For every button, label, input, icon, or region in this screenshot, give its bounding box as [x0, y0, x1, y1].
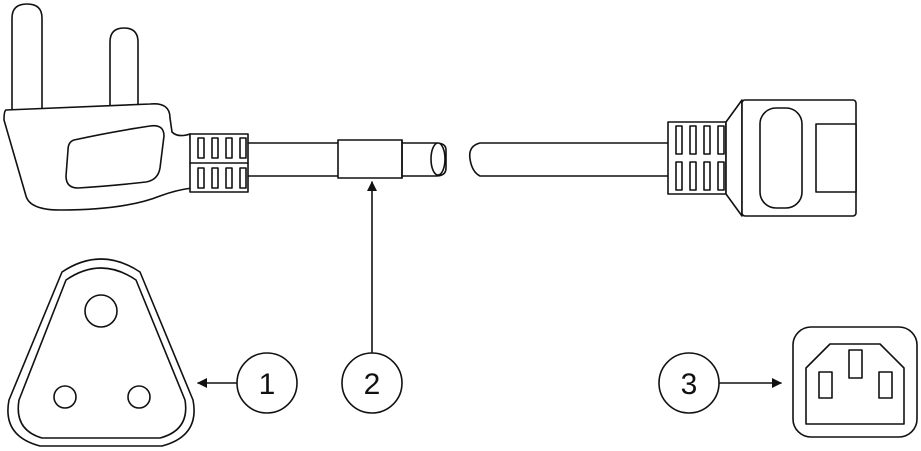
callout-1-label: 1 — [259, 368, 276, 401]
callout-3-label: 3 — [681, 368, 698, 401]
plug-strain-relief-rib — [211, 137, 219, 159]
socket-face-slot-left — [818, 371, 833, 399]
plug-face-inner — [17, 267, 187, 439]
connector-strain-relief-rib — [675, 125, 683, 155]
plug-face-pin-left — [53, 385, 77, 409]
connector-strain-relief-rib — [675, 161, 683, 191]
plug-strain-relief — [189, 133, 249, 193]
plug-pin-rear — [11, 3, 43, 113]
plug-strain-relief-rib — [197, 137, 205, 159]
plug-strain-relief-rib — [225, 167, 233, 189]
socket-face-outer — [792, 326, 918, 438]
socket-face-inner — [805, 343, 905, 425]
plug-pin-front — [109, 27, 139, 113]
iec-connector-side-view — [667, 99, 857, 217]
connector-strain-relief-rib — [703, 161, 711, 191]
callout-2-label: 2 — [364, 368, 381, 401]
connector-strain-relief-rib — [689, 125, 697, 155]
connector-strain-relief-rib — [717, 161, 725, 191]
socket-face-slot-center — [848, 349, 863, 379]
iec-socket-face-view — [792, 326, 918, 438]
callout-1: 1 — [236, 352, 298, 414]
plug-strain-relief-rib — [239, 137, 247, 159]
plug-strain-relief-rib — [211, 167, 219, 189]
connector-grip — [759, 107, 803, 209]
plug-grip — [65, 124, 165, 189]
connector-strain-relief-rib — [689, 161, 697, 191]
connector-head — [815, 123, 857, 193]
callout-2: 2 — [341, 352, 403, 414]
power-cord — [247, 139, 671, 179]
cord-sleeve — [337, 139, 403, 179]
plug-face-earth-pin — [84, 294, 118, 328]
plug-face-pin-right — [127, 385, 151, 409]
connector-strain-relief-rib — [717, 125, 725, 155]
connector-strain-relief-rib — [703, 125, 711, 155]
cord-cut-end-left — [430, 142, 446, 176]
plug-face-view — [7, 258, 195, 447]
callout-3: 3 — [658, 352, 720, 414]
connector-neck — [725, 99, 743, 217]
cord-right-segment — [468, 142, 671, 177]
socket-face-slot-right — [878, 371, 893, 399]
plug-strain-relief-rib — [197, 167, 205, 189]
plug-strain-relief-rib — [225, 137, 233, 159]
plug-strain-relief-rib — [239, 167, 247, 189]
plug-side-view — [3, 3, 249, 211]
